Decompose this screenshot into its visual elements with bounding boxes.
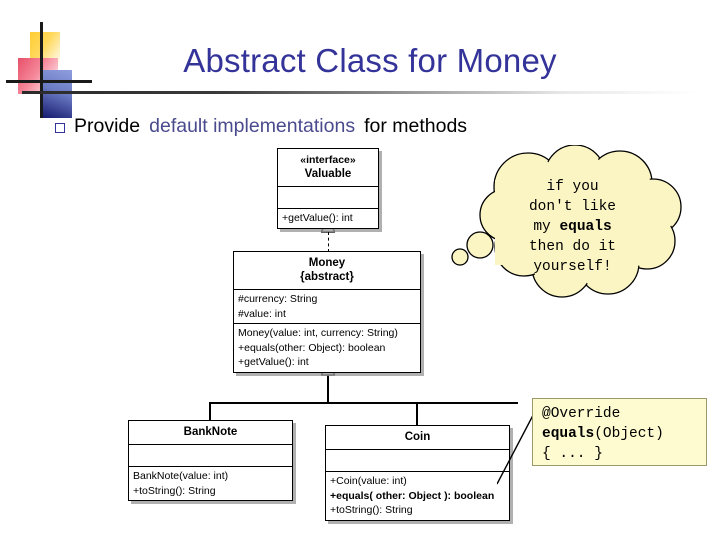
bubble-line-3-bold: equals [559, 219, 612, 235]
uml-operation: +getValue(): int [238, 356, 309, 368]
uml-class-name-banknote: BankNote [183, 426, 238, 438]
bullet-text-part2: default implementations [149, 115, 356, 137]
uml-attributes-banknote [129, 445, 292, 466]
uml-attributes-coin [326, 450, 509, 471]
bubble-line-1: if you [546, 179, 599, 195]
bubble-line-5: yourself! [533, 259, 612, 275]
uml-operation: +Coin(value: int) [330, 475, 407, 487]
uml-operations-coin: +Coin(value: int) +equals( other: Object… [326, 472, 509, 520]
uml-class-name-valuable: Valuable [304, 168, 352, 180]
decorative-corner-mark [6, 22, 92, 118]
code-method-params: (Object) [594, 426, 664, 442]
bullet-text-part3: for methods [364, 115, 468, 137]
uml-operation: BankNote(value: int) [133, 470, 229, 482]
uml-class-valuable[interactable]: «interface» Valuable +getValue(): int [277, 148, 379, 229]
bullet-text-part1: Provide [74, 115, 141, 137]
uml-attribute: #currency: String [238, 293, 318, 305]
uml-separator [278, 208, 378, 209]
vertical-rule-icon [40, 22, 43, 118]
code-callout: @Override equals(Object) { ... } [532, 398, 707, 466]
generalization-line-to-banknote [209, 402, 211, 421]
bubble-line-3-pre: my [533, 219, 560, 235]
uml-attributes-money: #currency: String #value: int [234, 290, 420, 323]
uml-operation: +getValue(): int [282, 212, 353, 224]
uml-separator [234, 289, 420, 290]
page-title: Abstract Class for Money [183, 42, 557, 79]
uml-separator [278, 186, 378, 187]
uml-operation: +toString(): String [330, 504, 413, 516]
uml-class-name-money: Money [308, 257, 346, 269]
uml-separator [234, 323, 420, 324]
uml-separator [129, 444, 292, 445]
uml-operations-valuable: +getValue(): int [278, 209, 378, 228]
uml-class-header-banknote: BankNote [129, 421, 292, 444]
uml-class-header-money: Money {abstract} [234, 252, 420, 289]
uml-operations-money: Money(value: int, currency: String) +equ… [234, 324, 420, 372]
bubble-line-2: don't like [528, 199, 616, 215]
realization-dashed-line [327, 232, 329, 252]
code-method-name: equals [542, 426, 595, 442]
horizontal-rule-icon [6, 80, 92, 83]
uml-stereotype-valuable: «interface» [300, 154, 356, 166]
uml-class-banknote[interactable]: BankNote BankNote(value: int) +toString(… [128, 420, 293, 501]
uml-operation-equals: +equals( other: Object ): boolean [330, 489, 495, 502]
square-bullet-icon [55, 122, 65, 133]
uml-class-modifier-money: {abstract} [300, 271, 354, 283]
code-line-body: { ... } [542, 446, 603, 462]
generalization-line-vertical-trunk [327, 375, 329, 403]
blue-square-icon [42, 70, 72, 118]
generalization-line-horizontal-bus [209, 402, 518, 404]
uml-operations-banknote: BankNote(value: int) +toString(): String [129, 467, 292, 500]
generalization-line-to-coin [416, 402, 418, 426]
bullet-item: Provide default implementations for meth… [55, 115, 467, 138]
uml-separator [326, 471, 509, 472]
uml-class-header-valuable: «interface» Valuable [278, 149, 378, 186]
uml-class-money[interactable]: Money {abstract} #currency: String #valu… [233, 251, 421, 373]
uml-attributes-valuable [278, 187, 378, 208]
code-line-annotation: @Override [542, 406, 621, 422]
title-divider [22, 91, 698, 94]
uml-class-coin[interactable]: Coin +Coin(value: int) +equals( other: O… [325, 425, 510, 521]
bubble-line-4: then do it [528, 239, 616, 255]
thought-bubble-text: if you don't like my equals then do it y… [450, 177, 695, 277]
bubble-line-3: my equals [450, 217, 695, 237]
uml-separator [326, 449, 509, 450]
uml-separator [129, 466, 292, 467]
uml-class-header-coin: Coin [326, 426, 509, 449]
uml-operation: +toString(): String [133, 484, 216, 497]
uml-operation: Money(value: int, currency: String) [238, 327, 398, 339]
thought-bubble: if you don't like my equals then do it y… [450, 145, 695, 305]
uml-class-name-coin: Coin [404, 431, 431, 443]
uml-operation: +equals(other: Object): boolean [238, 341, 386, 354]
uml-attribute: #value: int [238, 307, 286, 320]
code-line-signature: equals(Object) [542, 424, 706, 444]
